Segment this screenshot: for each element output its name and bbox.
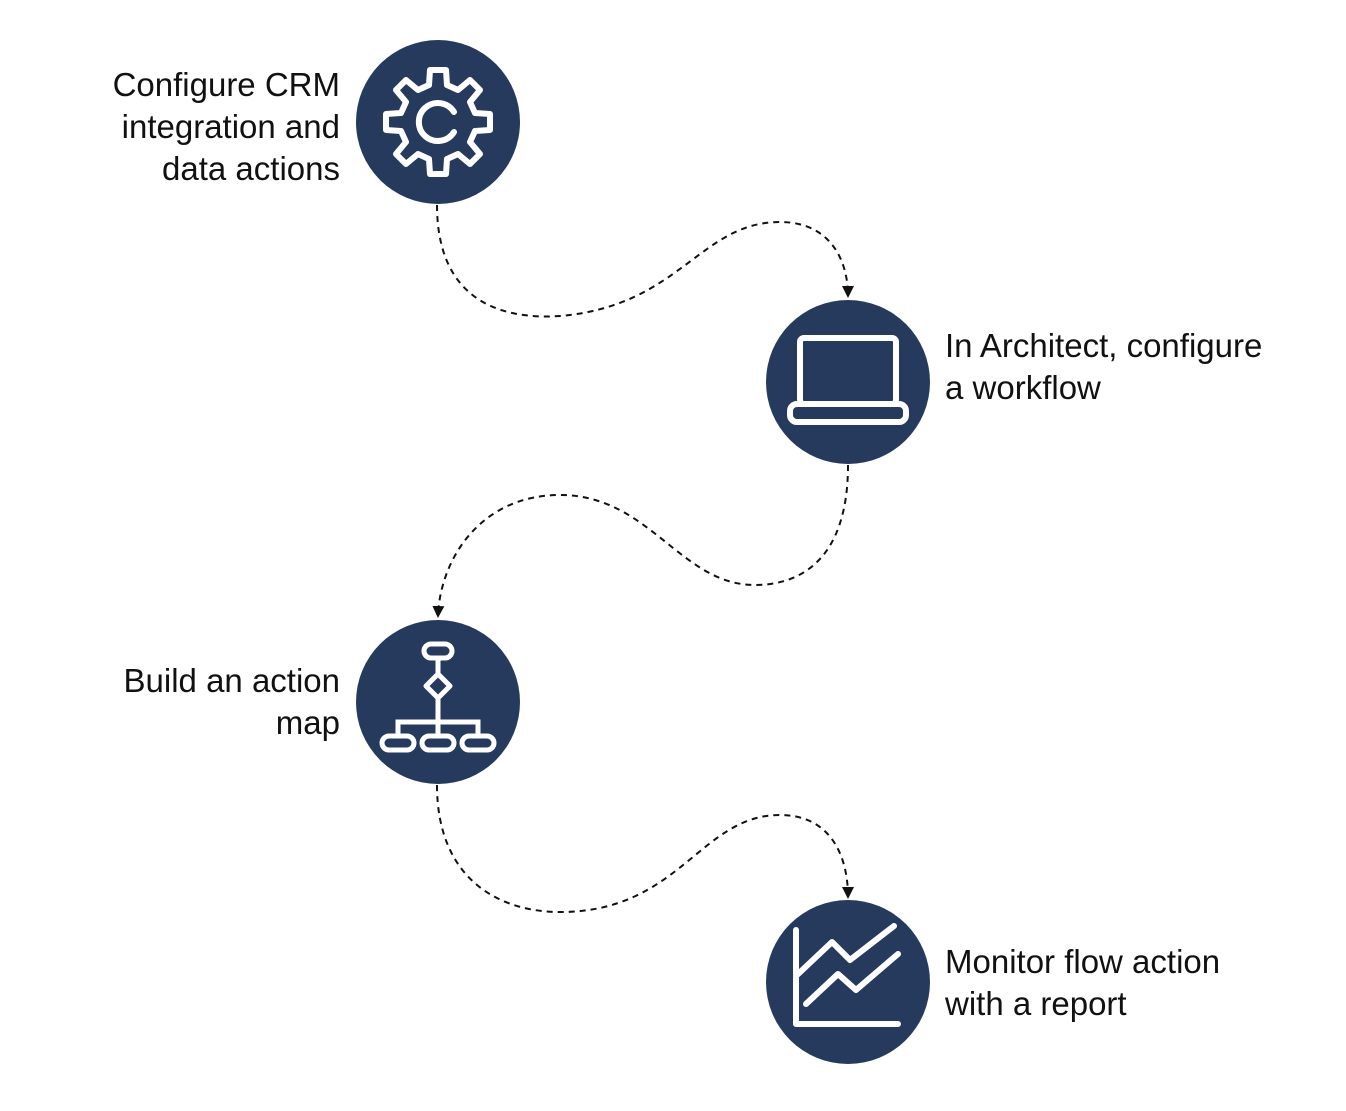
connector-2-to-3 [432,464,849,618]
step-3-label: Build an action map [123,662,340,741]
step-1-circle [356,40,520,204]
step-4-label: Monitor flow action with a report [945,943,1221,1022]
connector-3-to-4 [436,784,854,914]
flowchart-icon [379,641,497,753]
gear-icon [383,67,493,177]
step-4-circle [766,900,930,1064]
connector-1-to-2 [436,204,854,318]
step-1-label: Configure CRM integration and data actio… [112,66,340,187]
step-2-circle [766,300,930,464]
step-2-label: In Architect, configure a workflow [945,327,1263,406]
line-chart-icon [793,923,901,1027]
step-3-circle [356,620,520,784]
laptop-icon [787,335,909,425]
